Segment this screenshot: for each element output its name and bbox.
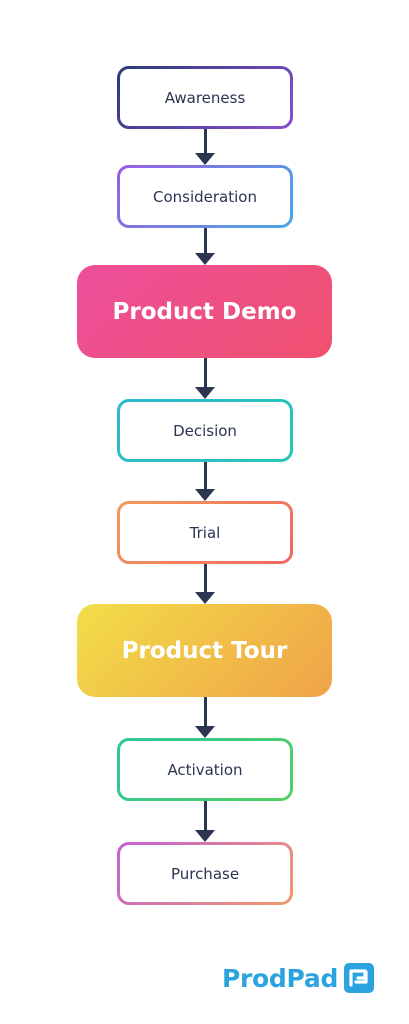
step-label: Awareness (164, 88, 246, 107)
step-activation: Activation (117, 738, 293, 801)
step-consideration: Consideration (117, 165, 293, 228)
step-label: Trial (189, 523, 221, 542)
step-label: Consideration (153, 187, 257, 206)
step-decision: Decision (117, 399, 293, 462)
step-product-demo: Product Demo (77, 265, 332, 358)
arrow-down-icon (195, 697, 215, 738)
step-label: Activation (167, 760, 243, 779)
step-awareness: Awareness (117, 66, 293, 129)
arrow-down-icon (195, 129, 215, 165)
arrow-down-icon (195, 564, 215, 604)
step-label: Purchase (170, 864, 240, 883)
arrow-down-icon (195, 358, 215, 399)
arrow-down-icon (195, 462, 215, 501)
step-label: Product Tour (121, 637, 288, 664)
arrow-down-icon (195, 801, 215, 842)
step-purchase: Purchase (117, 842, 293, 905)
brand-name: ProdPad (222, 963, 339, 993)
prodpad-logo-icon (344, 963, 375, 993)
step-trial: Trial (117, 501, 293, 564)
prodpad-logo: ProdPad (222, 963, 375, 993)
step-product-tour: Product Tour (77, 604, 332, 697)
step-label: Product Demo (112, 298, 297, 325)
step-label: Decision (173, 421, 237, 440)
arrow-down-icon (195, 228, 215, 265)
